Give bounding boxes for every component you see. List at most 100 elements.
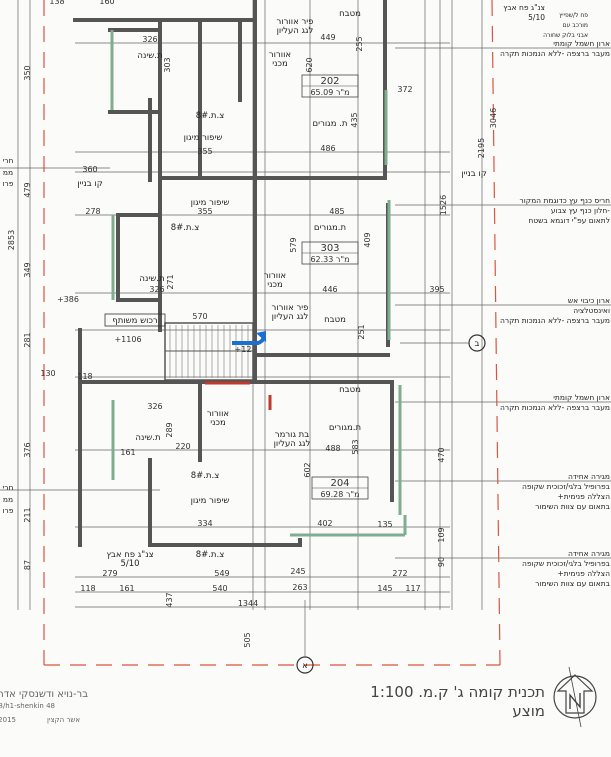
- room-label: מכני: [267, 280, 283, 290]
- dimension-value: 271: [166, 274, 175, 289]
- room-label: מטבח: [339, 9, 361, 19]
- dimension-value: 602: [303, 462, 312, 477]
- room-label: שיפור מיגון: [191, 198, 230, 208]
- room-name: ת.מגורים: [314, 223, 346, 233]
- room-label: לגג העליון: [277, 26, 314, 36]
- cut-note: ממ: [3, 168, 13, 177]
- dimension-value: 118: [80, 584, 95, 593]
- annotation-note: חריס כנף עץ כדוגמת המקור: [519, 196, 610, 205]
- room-label: ת.שינה: [135, 433, 160, 443]
- annotation-note: ארון חשמל קומתי: [553, 393, 610, 402]
- room-label: אוורור: [207, 409, 229, 419]
- grid-marker-a: א: [296, 600, 314, 674]
- annotation-note: צנ"ג פח אבץ: [503, 3, 545, 12]
- dimension-value: 255: [355, 36, 364, 51]
- room-label: מכני: [210, 418, 226, 428]
- room-number: 303: [320, 243, 339, 254]
- room-label: צ.ת.8#: [196, 550, 225, 560]
- dimension-value: 145: [377, 584, 392, 593]
- room-label: ת.שינה: [137, 51, 162, 61]
- room-label: לגג העליון: [272, 312, 309, 322]
- room-label: ת.שינה: [139, 274, 164, 284]
- dimension-value: 505: [243, 632, 252, 647]
- dimension-value: 2853: [7, 230, 16, 250]
- property-boundary: [43, 0, 501, 666]
- cut-note: חרי: [3, 483, 14, 492]
- dimension-value: 1526: [439, 195, 448, 215]
- annotation-note: מגירה אחידה: [568, 472, 610, 481]
- dimension-value: 211: [23, 507, 32, 522]
- room-label: אוורור: [264, 271, 286, 281]
- annotation-note: +הצללה פנימית: [557, 492, 610, 501]
- dimension-value: 303: [163, 57, 172, 72]
- grid-marker-label: ב: [475, 339, 480, 349]
- annotation-note: מעבר ברצפה -ללא הנמכות תקרה: [500, 316, 610, 325]
- dimension-value: 160: [99, 0, 114, 6]
- dimension-value: 272: [392, 569, 407, 578]
- dimension-value: 372: [397, 85, 412, 94]
- room-label: מטבח: [339, 385, 361, 395]
- elevation-mark: +1106: [114, 335, 141, 344]
- dimension-value: 2195: [477, 138, 486, 158]
- dimension-value: 326: [142, 35, 157, 44]
- dimension-value: 278: [85, 207, 100, 216]
- annotation-note: פח ל/שפייץ: [559, 12, 588, 19]
- dimension-value: 109: [437, 527, 446, 542]
- dimension-value: 161: [119, 584, 134, 593]
- cut-note: חרי: [3, 156, 14, 165]
- drawing-title: תכנית קומה ג' ק.מ. 1:100: [370, 683, 545, 701]
- dimension-value: 485: [329, 207, 344, 216]
- dimension-value: 263: [292, 583, 307, 592]
- dimension-value: 349: [23, 262, 32, 277]
- dimension-value: 395: [429, 285, 444, 294]
- dimension-value: 326: [147, 402, 162, 411]
- dimension-value: 334: [197, 519, 212, 528]
- dimension-value: 138: [49, 0, 64, 6]
- annotation-note: מעבר ברצפה -ללא הנמכות תקרה: [500, 49, 610, 58]
- annotation-note: חלון כנף עץ צבוע-: [551, 206, 610, 215]
- dimension-value: 620: [305, 57, 314, 72]
- dimension-value: 583: [351, 439, 360, 454]
- annotation-note: לתאום עפ"י דוגמא בשטח: [528, 216, 610, 225]
- dimension-value: 376: [23, 442, 32, 457]
- dimension-value: 3046: [489, 108, 498, 128]
- dimension-value: 245: [290, 567, 305, 576]
- dimension-value: 570: [192, 312, 207, 321]
- cut-note: פרו: [3, 506, 14, 515]
- dimension-value: 355: [197, 147, 212, 156]
- entry-arrow-icon: [232, 331, 266, 345]
- dimension-value: 446: [322, 285, 337, 294]
- annotation-note: בתאום עם צוות השימור: [535, 502, 611, 511]
- annotation-note: מעבר ברצפה -ללא הנמכות תקרה: [500, 403, 610, 412]
- dimension-value: 251: [357, 324, 366, 339]
- dimension-value: 350: [23, 65, 32, 80]
- elevation-mark: +386: [57, 295, 79, 304]
- dimension-value: 360: [82, 165, 97, 174]
- room-label: שיפור מיגון: [191, 496, 230, 506]
- dimension-value: 409: [363, 232, 372, 247]
- annotation-note: 5/10: [528, 13, 545, 22]
- room-number: 202: [320, 76, 339, 87]
- dimension-value: 161: [120, 448, 135, 457]
- room-label: קו בניין: [77, 179, 102, 189]
- annotation-note: מורכב עם: [563, 22, 588, 29]
- room-number: 204: [330, 478, 349, 489]
- staircase: [164, 322, 254, 381]
- dimension-value: 289: [165, 422, 174, 437]
- annotation-note: +הצללה פנימית: [557, 569, 610, 578]
- room-label: פיר אוורור: [277, 17, 314, 27]
- cut-note: פרו: [3, 179, 14, 188]
- room-label: צ.ת.8#: [171, 223, 200, 233]
- room-name: ת. מגורים: [313, 119, 348, 129]
- room-label: מטבח: [324, 315, 346, 325]
- room-label: בת גורמר: [275, 430, 309, 440]
- dimension-value: 488: [325, 444, 340, 453]
- annotation-note: ארון כיבוי אש: [568, 296, 610, 305]
- dimension-value: 1344: [238, 599, 258, 608]
- room-label: מכני: [272, 59, 288, 69]
- title-block-project: shenkin 48/h1-shenkin 48: [0, 702, 55, 710]
- room-area: מ"ר 62.33: [310, 255, 349, 264]
- room-area: מ"ר 65.09: [310, 88, 349, 97]
